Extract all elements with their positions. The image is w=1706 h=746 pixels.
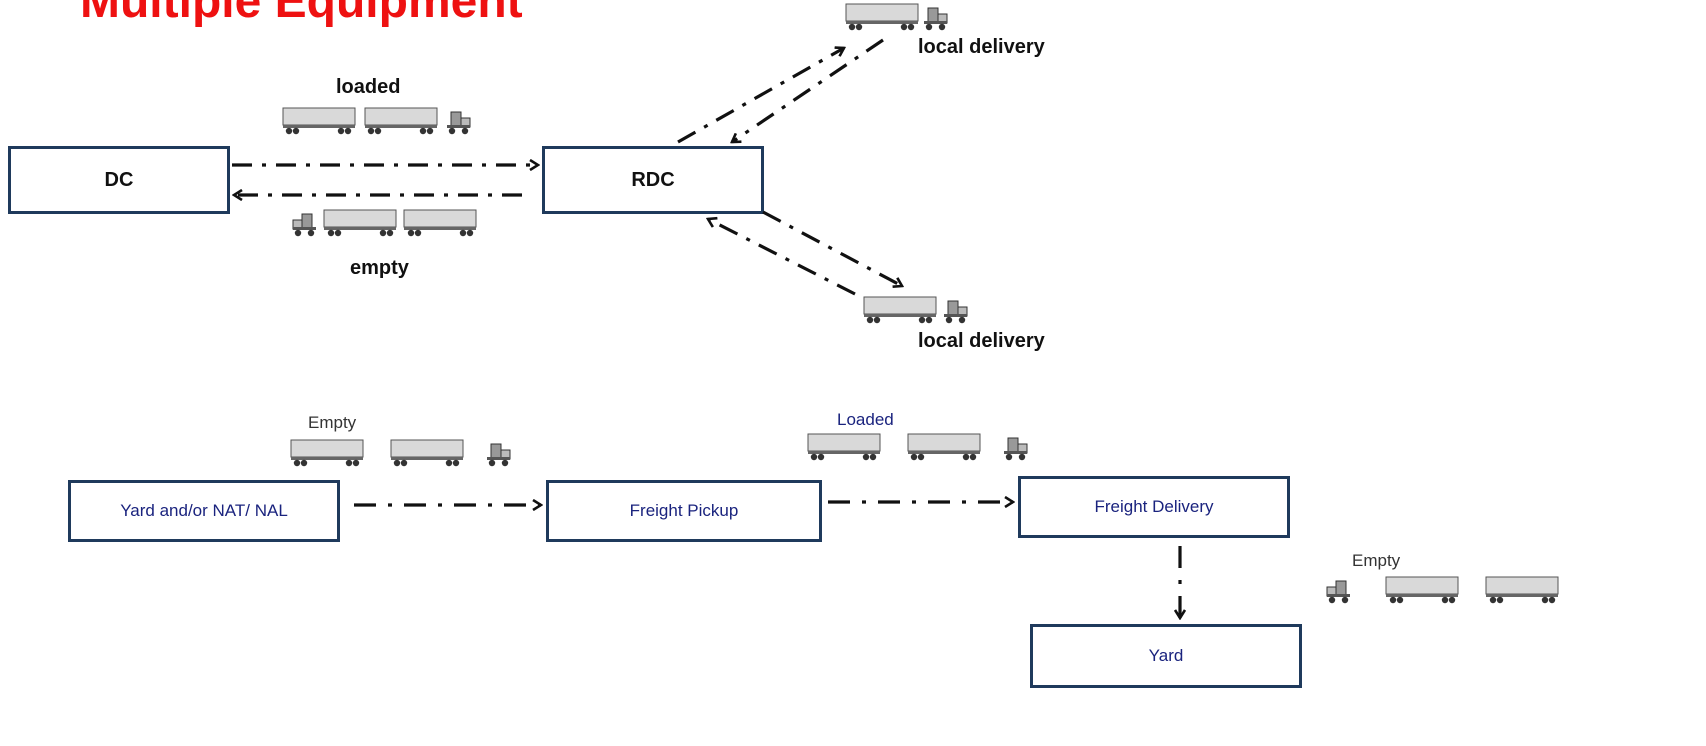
empty-label: empty bbox=[350, 257, 409, 279]
loaded-bottom-label: Loaded bbox=[837, 410, 894, 429]
truck-single-trailer-icon bbox=[845, 3, 948, 31]
yard-label: Yard bbox=[1148, 646, 1184, 665]
rdc-box: RDC bbox=[542, 146, 764, 214]
freight-pickup-label: Freight Pickup bbox=[629, 501, 739, 520]
truck-double-trailer-icon bbox=[282, 107, 471, 135]
local-delivery-upper-label: local delivery bbox=[918, 36, 1045, 58]
dc-label: DC bbox=[104, 168, 134, 191]
freight-delivery-label: Freight Delivery bbox=[1094, 497, 1214, 516]
empty-left-label: Empty bbox=[308, 413, 357, 432]
yard-nat-nal-label: Yard and/or NAT/ NAL bbox=[120, 501, 288, 520]
arrow-upper-delivery-to-rdc bbox=[732, 38, 884, 142]
freight-pickup-box: Freight Pickup bbox=[546, 480, 822, 542]
arrow-rdc-to-upper-delivery bbox=[677, 48, 844, 144]
freight-delivery-box: Freight Delivery bbox=[1018, 476, 1290, 538]
dc-box: DC bbox=[8, 146, 230, 214]
truck-double-trailer-icon bbox=[1326, 576, 1559, 604]
arrow-rdc-to-lower-delivery bbox=[762, 210, 902, 286]
loaded-label: loaded bbox=[336, 76, 401, 98]
rdc-label: RDC bbox=[631, 168, 675, 191]
truck-single-trailer-icon bbox=[863, 296, 968, 324]
yard-box: Yard bbox=[1030, 624, 1302, 688]
truck-double-trailer-icon bbox=[292, 209, 477, 237]
truck-double-trailer-icon bbox=[807, 433, 1028, 461]
local-delivery-lower-label: local delivery bbox=[918, 330, 1045, 352]
empty-right-label: Empty bbox=[1352, 551, 1401, 570]
arrow-lower-delivery-to-rdc bbox=[708, 219, 856, 296]
yard-nat-nal-box: Yard and/or NAT/ NAL bbox=[68, 480, 340, 542]
truck-double-trailer-icon bbox=[290, 439, 511, 467]
diagram-title: Multiple Equipment bbox=[80, 0, 523, 28]
